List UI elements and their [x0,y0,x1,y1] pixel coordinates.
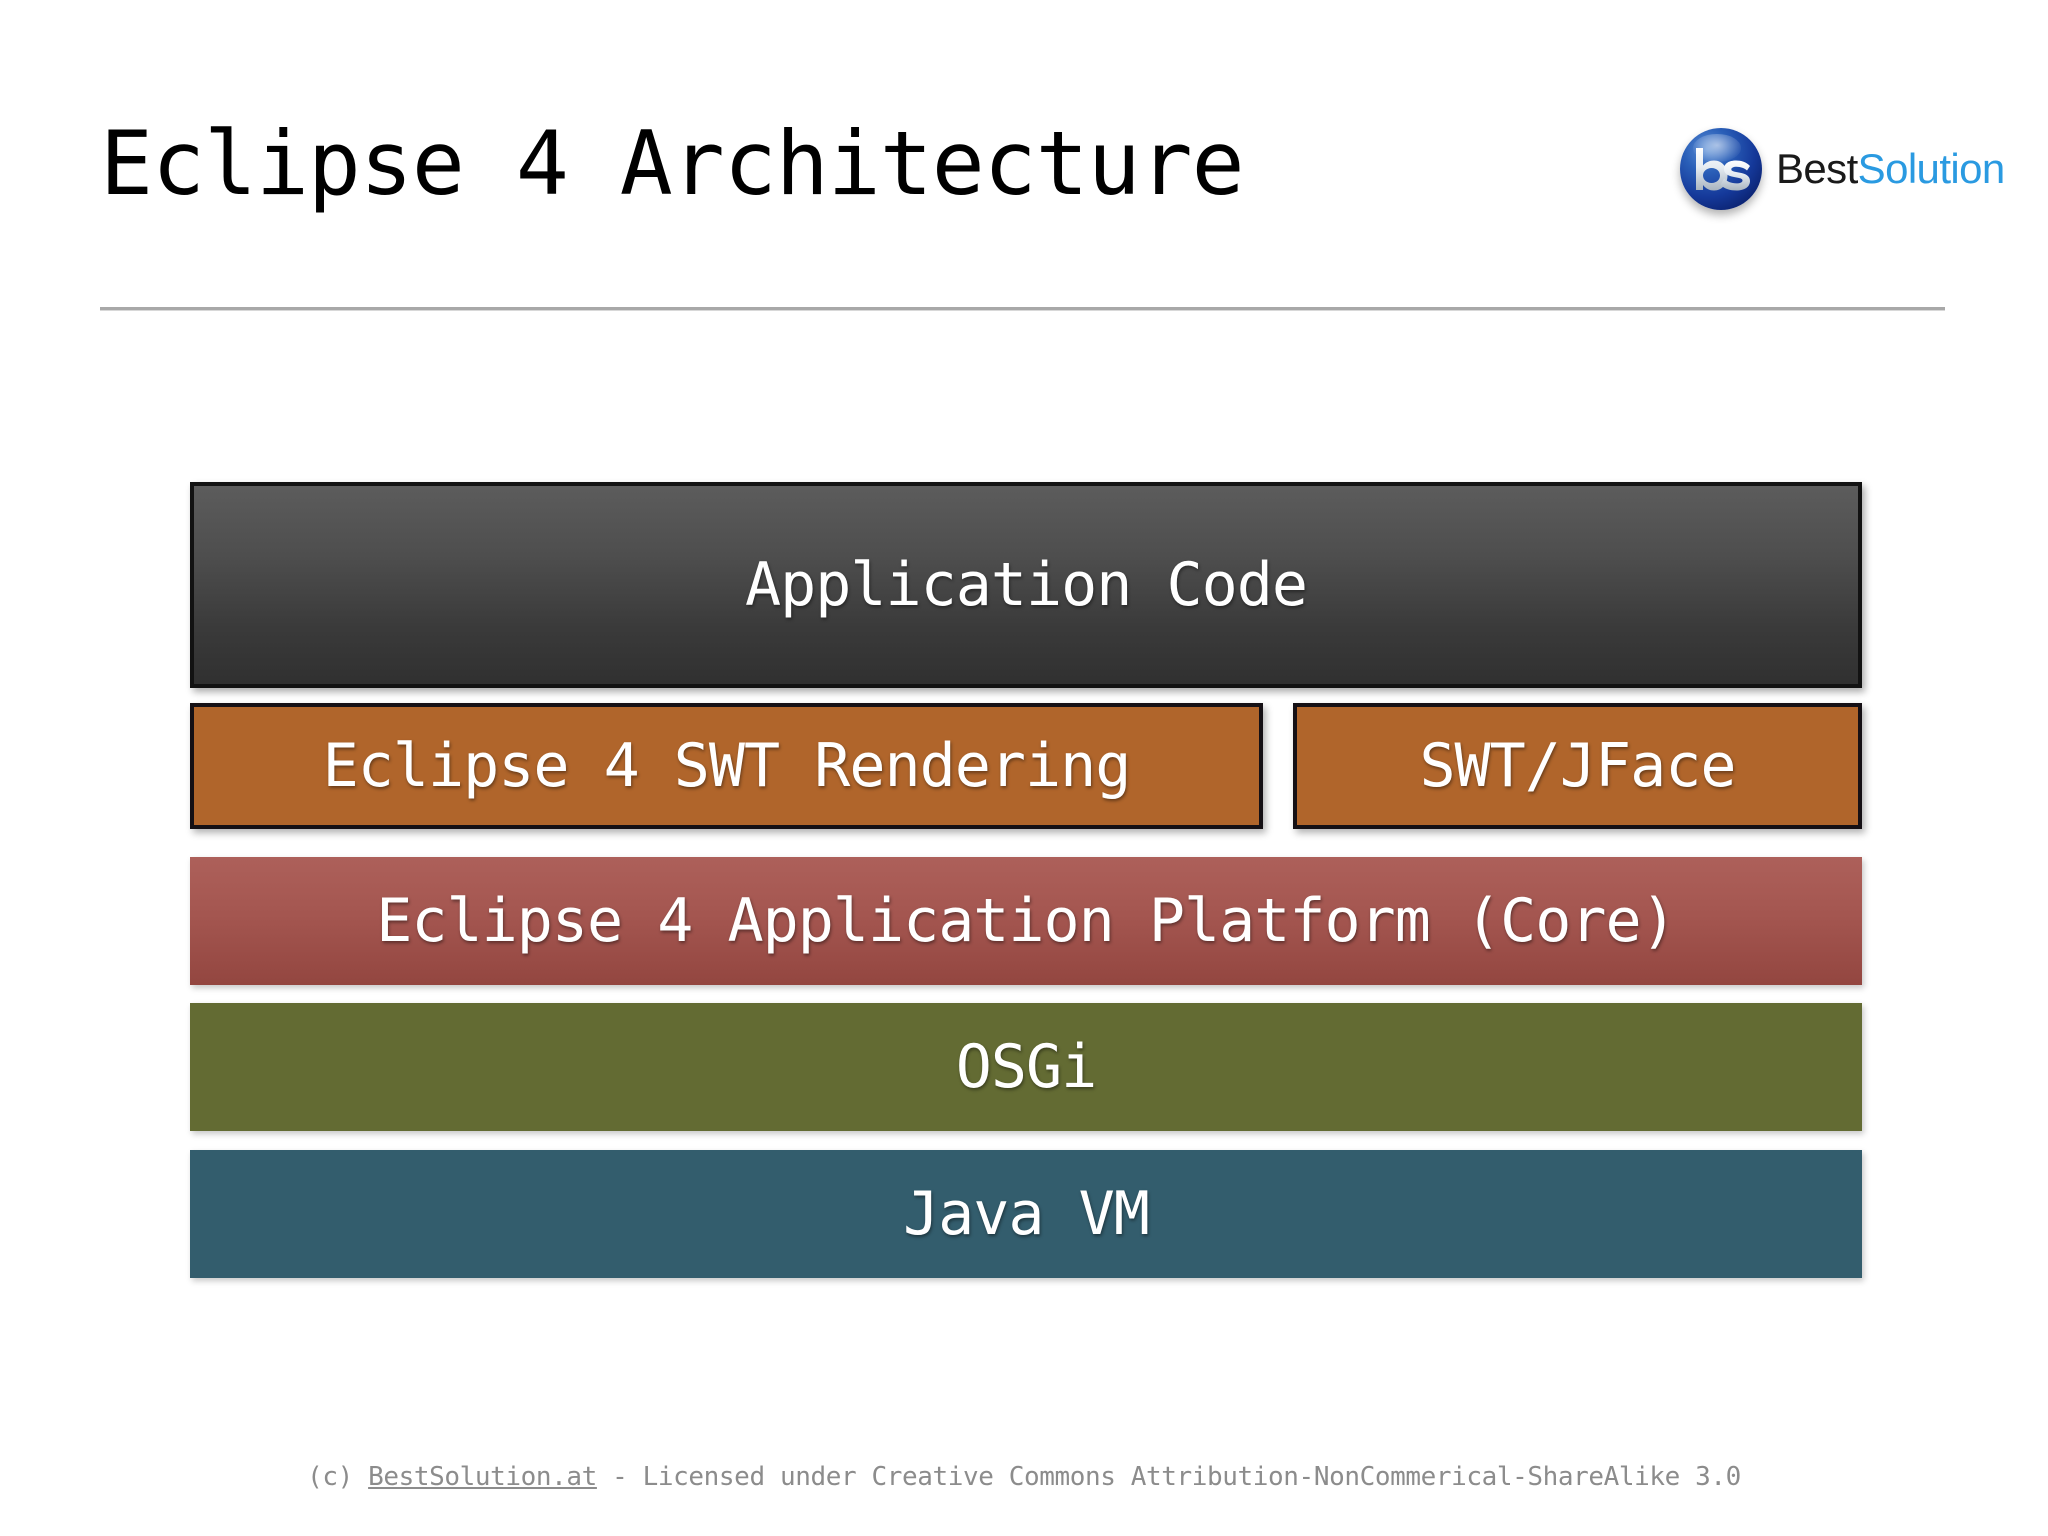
layer-label: SWT/JFace [1419,731,1736,801]
brand-logo: BestSolution [1680,128,2005,210]
layer-label: Java VM [903,1179,1150,1249]
layer-label: Application Code [745,550,1308,620]
layer-java-vm: Java VM [190,1150,1862,1278]
layer-eclipse4-application-platform-core: Eclipse 4 Application Platform (Core) [190,857,1862,985]
layer-application-code: Application Code [190,482,1862,688]
header-divider [100,307,1945,311]
logo-word-best: Best [1776,145,1858,192]
layer-swt-jface: SWT/JFace [1293,703,1862,829]
logo-sphere-icon [1680,128,1762,210]
logo-wordmark: BestSolution [1776,148,2005,190]
page-title: Eclipse 4 Architecture [100,112,1245,215]
layer-eclipse4-swt-rendering: Eclipse 4 SWT Rendering [190,703,1263,829]
slide-footer: (c) BestSolution.at - Licensed under Cre… [0,1462,2048,1492]
layer-label: Eclipse 4 SWT Rendering [322,731,1132,801]
slide-header: Eclipse 4 Architecture BestSolution [0,0,2048,311]
footer-license-text: - Licensed under Creative Commons Attrib… [596,1462,1741,1492]
logo-bs-monogram-icon [1696,148,1750,191]
logo-word-solution: Solution [1857,145,2006,192]
layer-label: OSGi [955,1032,1097,1102]
layer-label: Eclipse 4 Application Platform (Core) [376,886,1677,956]
footer-link-bestsolution[interactable]: BestSolution.at [368,1462,597,1492]
footer-copyright-prefix: (c) [307,1462,369,1492]
layer-osgi: OSGi [190,1003,1862,1131]
